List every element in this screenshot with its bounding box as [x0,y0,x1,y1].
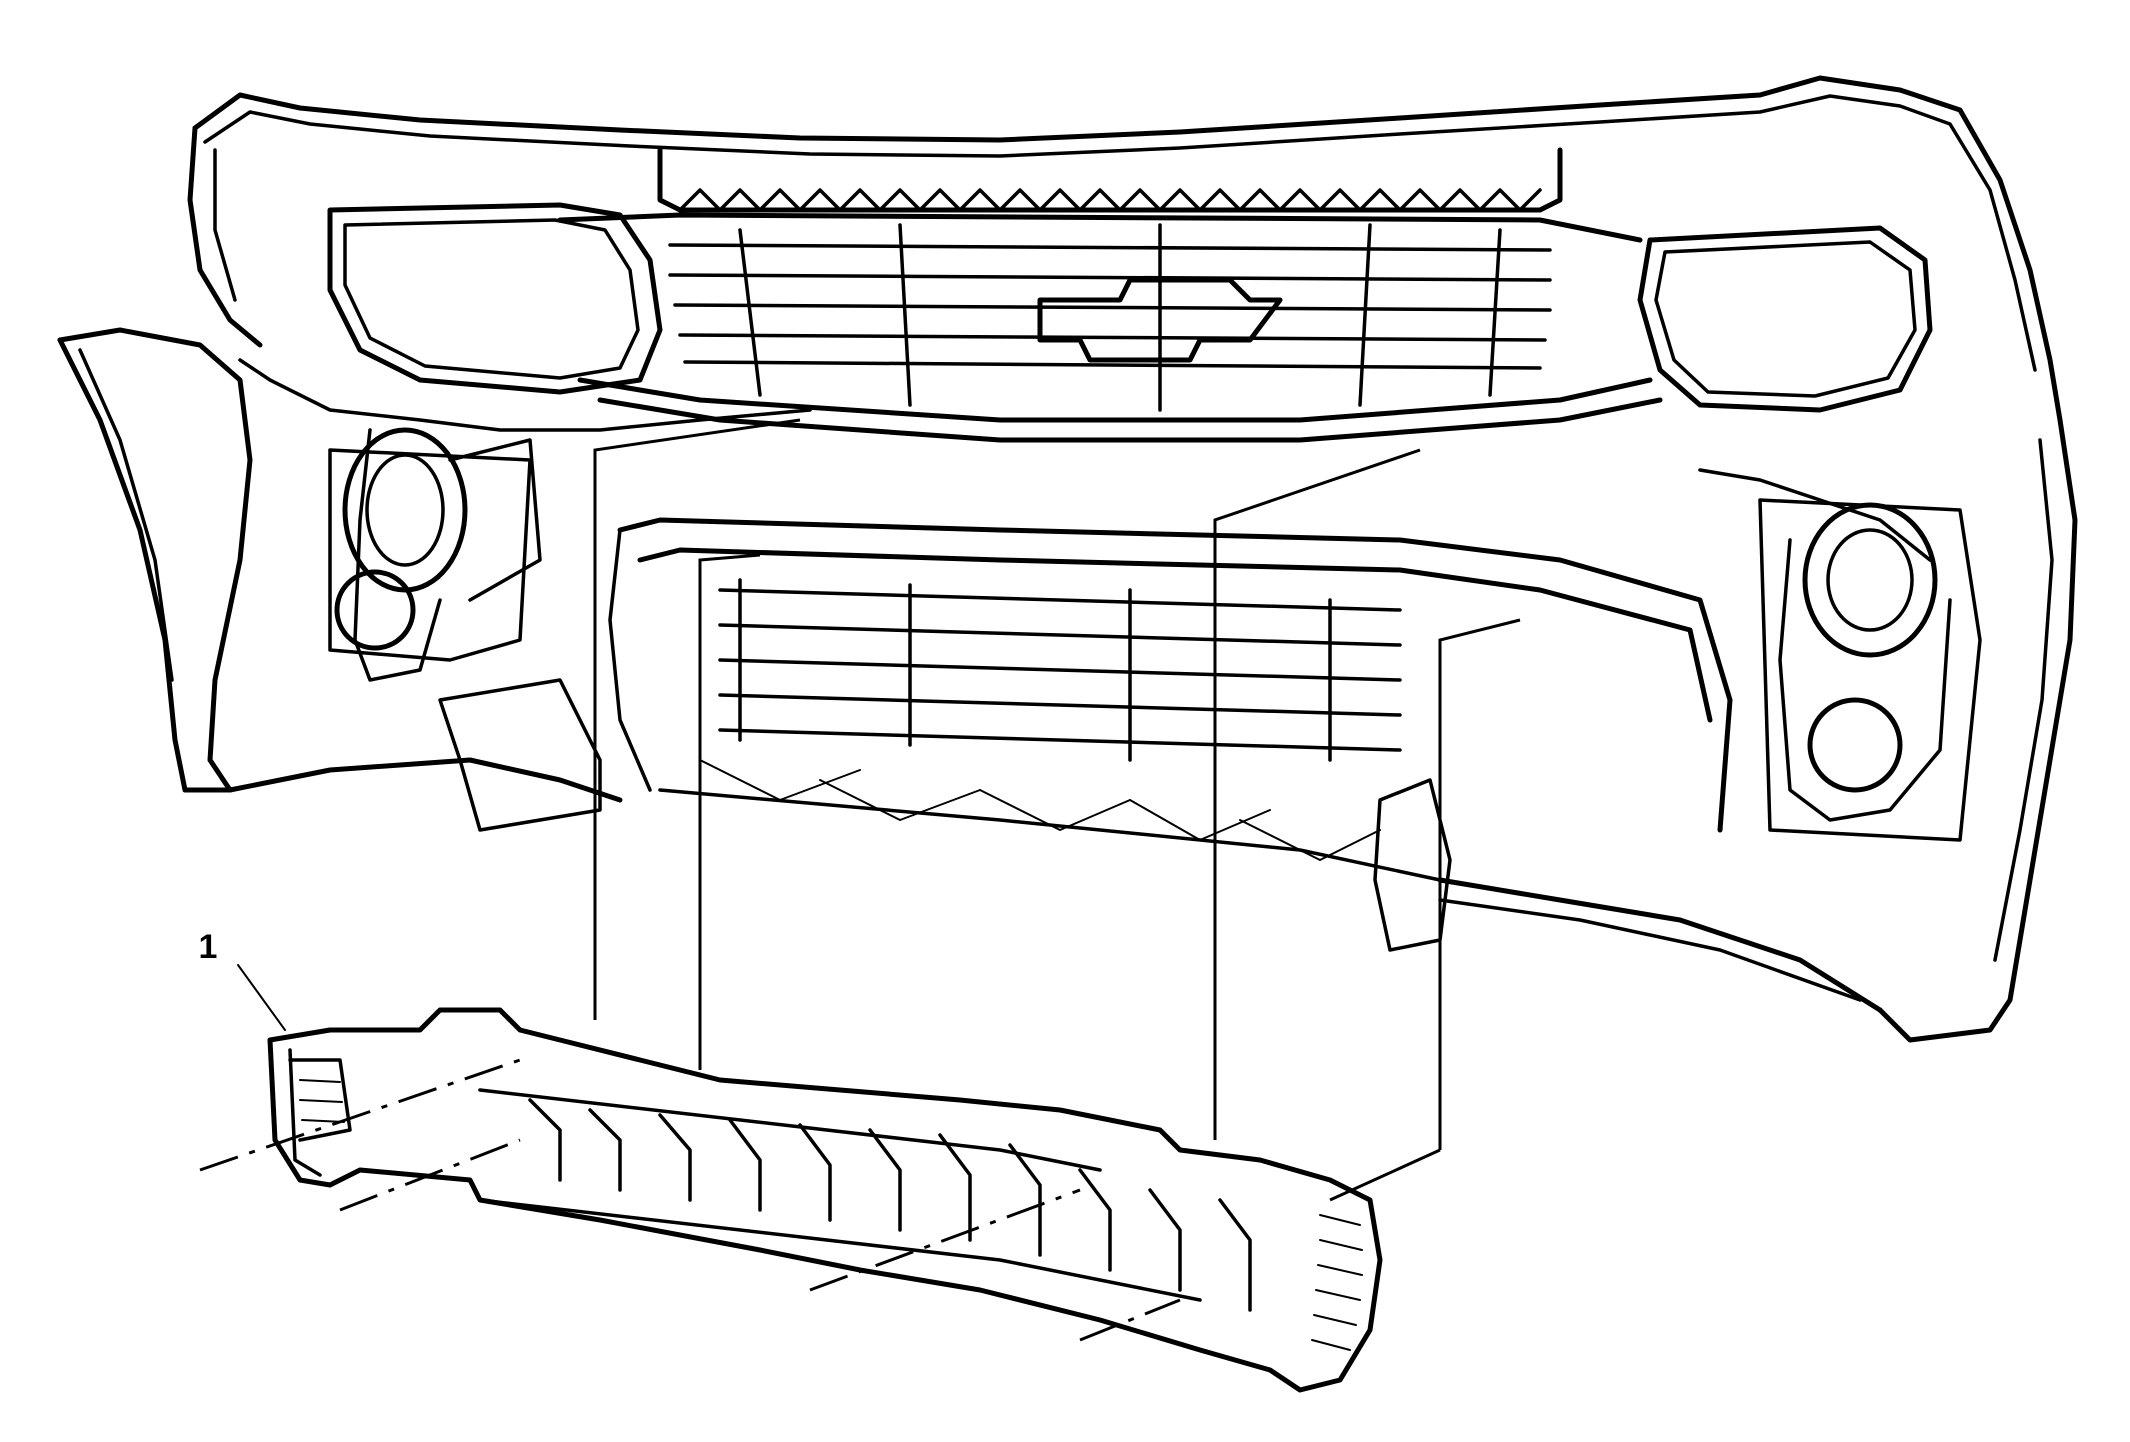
assembly-guide-lines [199,418,1521,1342]
callout-leader-line [237,964,286,1031]
front-bumper-fascia [57,75,2078,1043]
callout-1: 1 [199,928,286,1031]
callout-label: 1 [199,928,218,966]
energy-absorber-part [267,1007,1383,1393]
